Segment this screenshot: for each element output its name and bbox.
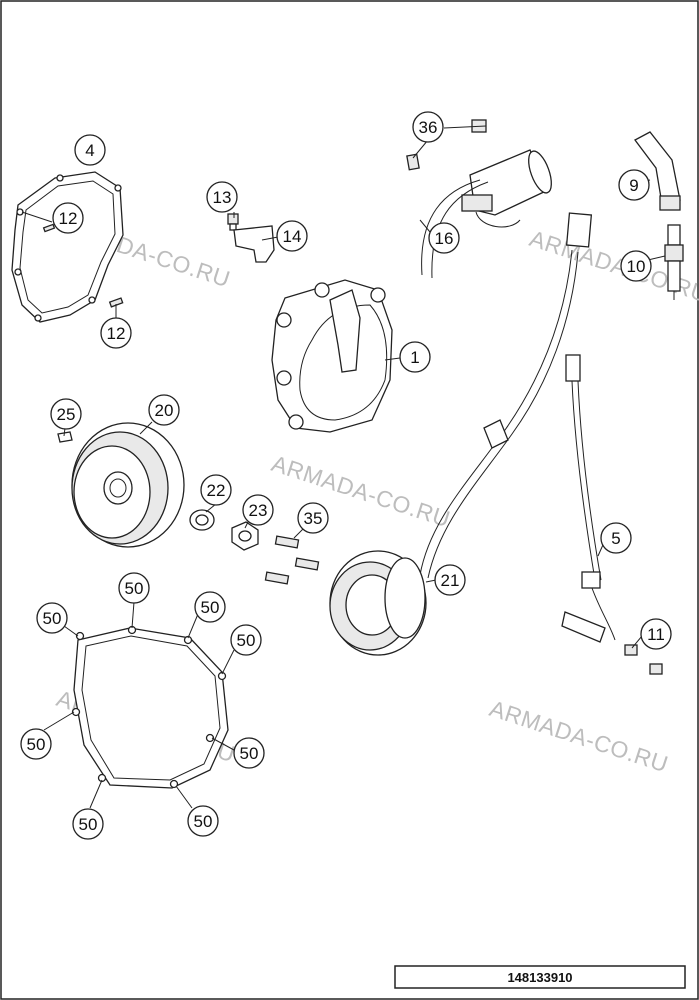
spark-plug-part	[664, 224, 684, 300]
callout-label: 4	[85, 141, 94, 160]
callout-label: 50	[201, 598, 220, 617]
ignition-cover-gasket-part	[71, 625, 229, 789]
callout-label: 50	[237, 631, 256, 650]
callout-label: 16	[435, 229, 454, 248]
callout: 1	[399, 341, 431, 373]
callout: 11	[640, 618, 672, 650]
callout: 5	[600, 522, 632, 554]
callout: 16	[428, 222, 460, 254]
washer-part	[189, 509, 215, 531]
callout-label: 50	[43, 609, 62, 628]
callout: 20	[148, 394, 180, 426]
callout-label: 25	[57, 405, 76, 424]
cover-gasket-part	[11, 171, 124, 323]
callout-label: 10	[627, 257, 646, 276]
ignition-cover-part	[271, 279, 393, 433]
callout-label: 20	[155, 401, 174, 420]
dowel-pin-part	[42, 223, 124, 308]
callout: 50	[36, 602, 68, 634]
stator-cable-part	[419, 212, 593, 579]
callout: 10	[620, 250, 652, 282]
drawing-number-box: 148133910	[394, 965, 686, 989]
stator-screw-part	[264, 535, 320, 585]
callout-label: 12	[59, 209, 78, 228]
drawing-number: 148133910	[507, 970, 572, 985]
callout-label: 50	[240, 744, 259, 763]
ignition-coil-part	[406, 119, 552, 279]
callout: 50	[187, 805, 219, 837]
screw-part	[227, 213, 239, 231]
callout: 50	[233, 737, 265, 769]
callout-label: 50	[27, 735, 46, 754]
callout: 50	[194, 591, 226, 623]
callout-label: 1	[410, 348, 419, 367]
flywheel-rotor-part	[71, 422, 185, 548]
callout-label: 36	[419, 118, 438, 137]
callout: 12	[100, 317, 132, 349]
callout-label: 50	[125, 579, 144, 598]
woodruff-key-part	[57, 431, 73, 443]
callout-label: 13	[213, 188, 232, 207]
watermark-text: ARMADA-CO.RU	[486, 695, 671, 777]
pickup-sensor-part	[561, 611, 663, 675]
callout-label: 22	[207, 481, 226, 500]
callout: 13	[206, 181, 238, 213]
callout: 21	[434, 564, 466, 596]
callout: 36	[412, 111, 444, 143]
callout-label: 35	[304, 509, 323, 528]
cable-bracket-part	[233, 225, 275, 263]
callout-label: 9	[629, 176, 638, 195]
callout: 12	[52, 202, 84, 234]
sensor-cable-part	[565, 354, 616, 641]
stator-part	[329, 550, 427, 656]
spark-plug-cap-part	[634, 131, 681, 211]
flywheel-nut-part	[231, 521, 259, 551]
callout: 22	[200, 474, 232, 506]
callout: 23	[242, 494, 274, 526]
callout: 50	[118, 572, 150, 604]
callout-label: 11	[647, 625, 665, 644]
callout-label: 12	[107, 324, 126, 343]
callout-label: 23	[249, 501, 268, 520]
callout: 50	[72, 808, 104, 840]
callout-label: 21	[441, 571, 460, 590]
callout: 14	[276, 220, 308, 252]
callout: 25	[50, 398, 82, 430]
callout-label: 50	[79, 815, 98, 834]
callout: 35	[297, 502, 329, 534]
callout-label: 14	[283, 227, 302, 246]
callout: 50	[20, 728, 52, 760]
callout-label: 50	[194, 812, 213, 831]
callout: 4	[74, 134, 106, 166]
callout: 50	[230, 624, 262, 656]
callout-label: 5	[611, 529, 620, 548]
callout: 9	[618, 169, 650, 201]
watermark-text: ARMADA-CO.RU	[268, 450, 453, 532]
